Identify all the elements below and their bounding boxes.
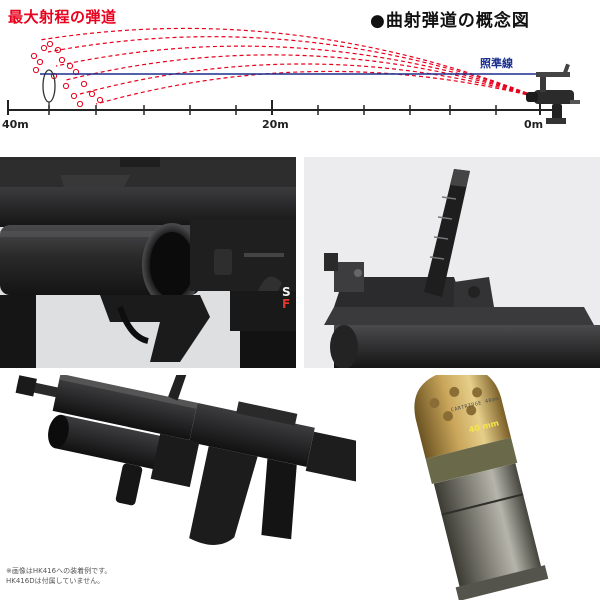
impact-marker xyxy=(46,40,54,48)
distance-label-40m: 40m xyxy=(2,118,29,131)
target-figure xyxy=(42,69,56,110)
impact-marker xyxy=(88,90,96,98)
diagram-title: ●曲射弾道の概念図 xyxy=(370,11,530,31)
impact-marker xyxy=(58,56,66,64)
footnote-line-2: HK416Dは付属していません。 xyxy=(6,577,105,585)
impact-marker xyxy=(70,92,78,100)
trajectory-arc xyxy=(95,70,541,105)
trajectory-arc xyxy=(79,63,541,99)
rifle-mounted-photo xyxy=(0,375,356,600)
impact-marker xyxy=(80,80,88,88)
trajectory-arc xyxy=(55,45,541,99)
trajectory-chart xyxy=(7,27,580,124)
launcher-silhouette-icon xyxy=(526,63,580,124)
impact-marker xyxy=(96,96,104,104)
impact-marker xyxy=(36,58,44,66)
ladder-sight-photo xyxy=(304,157,600,368)
impact-marker xyxy=(30,52,38,60)
distance-label-20m: 20m xyxy=(262,118,289,131)
trajectory-arc xyxy=(47,36,541,99)
sight-line-label: 照準線 xyxy=(480,57,513,70)
impact-marker xyxy=(32,66,40,74)
trajectory-arcs xyxy=(39,27,541,105)
footnote: ※画像はHK416への装着例です。 HK416Dは付属していません。 xyxy=(6,566,111,586)
distance-label-0m: 0m xyxy=(524,118,544,131)
impact-marker xyxy=(54,46,62,54)
max-range-title: 最大射程の弾道 xyxy=(8,8,117,26)
impact-marker xyxy=(76,100,84,108)
trajectory-diagram: 最大射程の弾道 ●曲射弾道の概念図 照準線 40m 20m 0m xyxy=(0,0,600,148)
trajectory-arc xyxy=(65,54,541,99)
trajectory-arc xyxy=(39,27,541,99)
selector-fire-mark: F xyxy=(282,297,291,311)
impact-marker xyxy=(66,62,74,70)
impact-marker xyxy=(40,44,48,52)
impact-marker xyxy=(62,82,70,90)
selector-safe-mark: S xyxy=(282,285,291,299)
launcher-closeup-photo xyxy=(0,157,296,368)
shell-photo xyxy=(356,375,600,600)
footnote-line-1: ※画像はHK416への装着例です。 xyxy=(6,567,112,575)
axis-ticks xyxy=(7,100,541,115)
impact-markers xyxy=(30,40,104,108)
selector-markings: S F xyxy=(282,286,291,310)
